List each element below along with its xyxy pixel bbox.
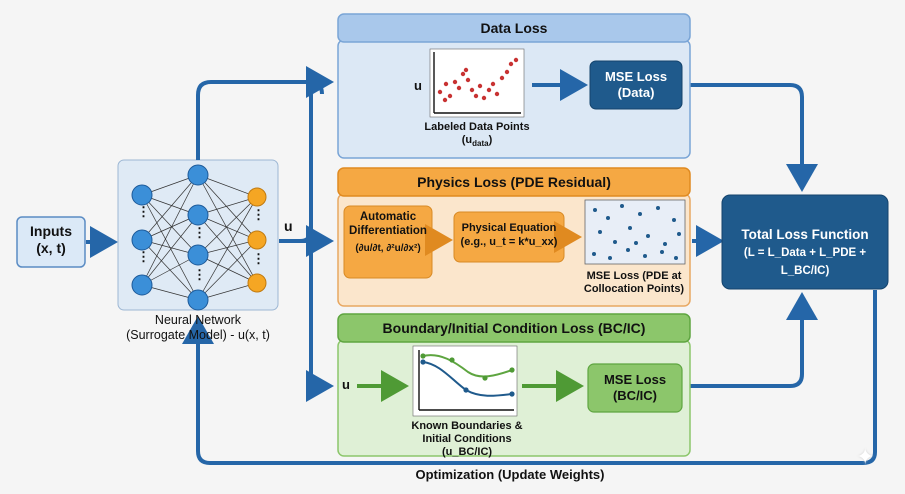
ellipsis-6: ⋮ bbox=[252, 251, 265, 266]
inputs-line2: (x, t) bbox=[36, 240, 66, 256]
inputs-box bbox=[16, 216, 86, 268]
auto-diff-line2: Differentiation bbox=[349, 225, 427, 237]
flow-arrows bbox=[182, 66, 877, 465]
ellipsis-3: ⋮ bbox=[193, 225, 206, 240]
data-loss-header bbox=[337, 13, 691, 43]
mse-bc-line2: (BC/IC) bbox=[612, 388, 658, 403]
mse-bc-label: MSE Loss (BC/IC) bbox=[588, 372, 682, 404]
data-caption-line2: (udata) bbox=[461, 134, 493, 149]
nn-caption-line2: (Surrogate Model) - u(x, t) bbox=[126, 328, 270, 342]
ellipsis-2: ⋮ bbox=[137, 249, 150, 264]
ellipsis-4: ⋮ bbox=[193, 267, 206, 282]
data-scatter-axes bbox=[433, 52, 521, 114]
optimization-label: Optimization (Update Weights) bbox=[415, 467, 605, 482]
total-loss-label: Total Loss Function (L = L_Data + L_PDE … bbox=[722, 226, 888, 280]
physical-equation-label: Physical Equation (e.g., u_t = k*u_xx) bbox=[454, 221, 564, 249]
ellipsis-1: ⋮ bbox=[137, 204, 150, 219]
total-loss-box bbox=[721, 194, 889, 290]
neural-network-caption: Neural Network (Surrogate Model) - u(x, … bbox=[112, 313, 284, 343]
data-points bbox=[437, 57, 519, 103]
bc-loss-title: Boundary/Initial Condition Loss (BC/IC) bbox=[382, 320, 646, 336]
mse-pde-line2: Collocation Points) bbox=[583, 283, 685, 295]
bc-plot bbox=[412, 345, 518, 417]
bc-curve-green bbox=[422, 354, 513, 378]
bc-caption-line1: Known Boundaries & bbox=[411, 420, 523, 432]
nn-hidden-nodes bbox=[187, 164, 209, 311]
mse-data-line2: (Data) bbox=[617, 85, 655, 100]
total-loss-line1: Total Loss Function bbox=[741, 227, 869, 242]
inputs-label: Inputs (x, t) bbox=[17, 223, 85, 257]
total-loss-line2: (L = L_Data + L_PDE + L_BC/IC) bbox=[743, 247, 867, 277]
mse-bc-box bbox=[587, 363, 683, 413]
auto-diff-line1: Automatic bbox=[359, 211, 417, 223]
mse-pde-label: MSE Loss (PDE at Collocation Points) bbox=[572, 270, 696, 296]
data-loss-title: Data Loss bbox=[480, 20, 548, 36]
auto-diff-label: Automatic Differentiation (∂u/∂t, ∂²u/∂x… bbox=[344, 210, 432, 256]
bc-loss-header bbox=[337, 313, 691, 343]
sparkle-icon: ✦ bbox=[856, 444, 875, 469]
phys-eq-line2: (e.g., u_t = k*u_xx) bbox=[460, 236, 558, 248]
mse-bc-line1: MSE Loss bbox=[603, 372, 667, 387]
collocation-points bbox=[592, 204, 681, 260]
nn-output-u-label: u bbox=[284, 218, 293, 234]
mse-data-line1: MSE Loss bbox=[604, 69, 668, 84]
physics-loss-title: Physics Loss (PDE Residual) bbox=[417, 174, 611, 190]
mse-data-box bbox=[589, 60, 683, 110]
bc-caption: Known Boundaries & Initial Conditions (u… bbox=[400, 420, 534, 459]
mse-pde-line1: MSE Loss (PDE at bbox=[586, 270, 682, 282]
mse-data-label: MSE Loss (Data) bbox=[590, 69, 682, 101]
bc-loss-u-label: u bbox=[342, 377, 350, 392]
phys-eq-line1: Physical Equation bbox=[461, 222, 557, 234]
nn-caption-line1: Neural Network bbox=[154, 313, 242, 327]
physics-loss-header bbox=[337, 167, 691, 197]
inputs-line1: Inputs bbox=[30, 223, 72, 239]
bc-caption-line2: Initial Conditions (u_BC/IC) bbox=[422, 433, 512, 458]
bc-points bbox=[420, 353, 515, 397]
nn-output-nodes bbox=[247, 187, 267, 293]
ellipsis-5: ⋮ bbox=[252, 207, 265, 222]
data-caption-line1: Labeled Data Points bbox=[424, 121, 530, 133]
data-loss-u-label: u bbox=[414, 78, 422, 93]
auto-diff-formula: (∂u/∂t, ∂²u/∂x²) bbox=[355, 243, 421, 254]
bc-plot-axes bbox=[418, 350, 514, 411]
data-loss-caption: Labeled Data Points (udata) bbox=[410, 121, 544, 150]
nn-input-nodes bbox=[131, 184, 153, 296]
